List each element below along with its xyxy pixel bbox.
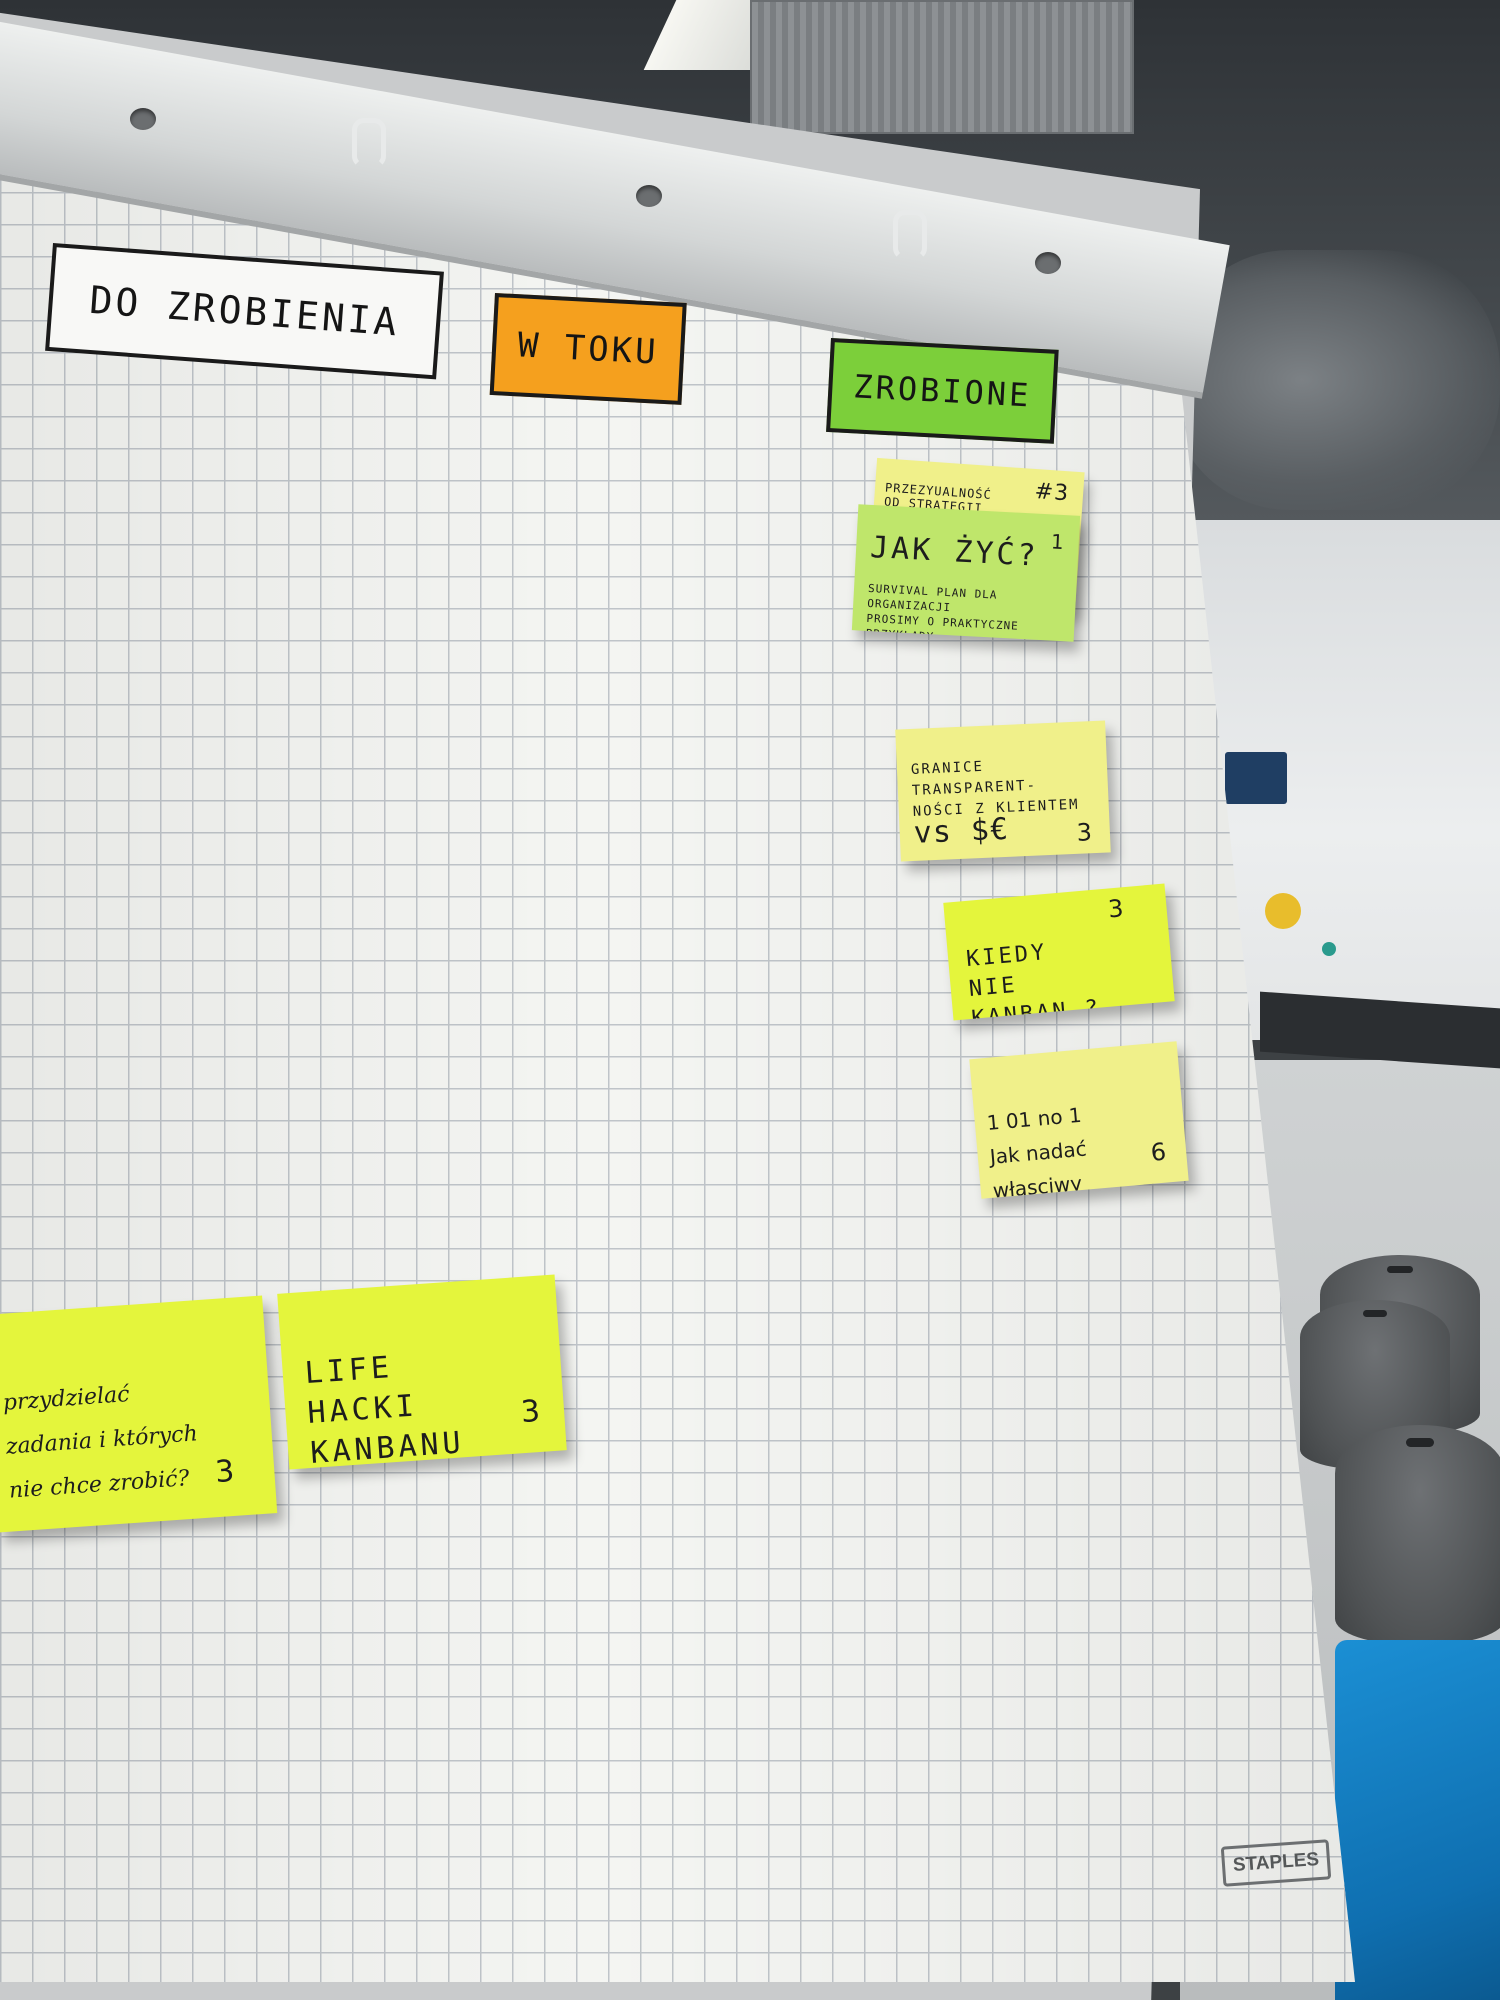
blue-seat [1335,1640,1500,2000]
vote-count: #3 [1033,479,1070,507]
vote-count: 6 [1149,1137,1168,1167]
sticky-note-currency: vs $€ [913,811,1010,851]
sticky-note-one-on-one[interactable]: 1 01 no 1 Jak nadać własciwy priorytek 6 [969,1041,1189,1199]
sticky-note-text: 1 01 no 1 Jak nadać własciwy priorytek [985,1102,1088,1199]
wall-decoration-yellow [1265,893,1301,929]
vote-count: 3 [1076,818,1095,847]
binder-ring [352,118,386,168]
sticky-note-text: KIEDY NIE KANBAN ? [965,940,1103,1021]
sticky-note-text: przydzielać zadania i których nie chce z… [2,1382,199,1504]
sticky-note-boundaries[interactable]: GRANICE TRANSPARENT- NOŚCI Z KLIENTEM vs… [895,720,1111,862]
wall-decoration-teal [1322,942,1336,956]
vote-count: 1 [1050,529,1066,555]
sticky-note-assign-tasks[interactable]: przydzielać zadania i których nie chce z… [0,1295,278,1533]
paper-hole [130,108,156,130]
column-header-in-progress: W TOKU [489,293,687,405]
wall-screen [1225,752,1287,804]
vote-count: 3 [213,1453,236,1491]
vote-count: 3 [1106,894,1128,924]
binder-ring [893,210,927,260]
sticky-note-text: GRANICE TRANSPARENT- NOŚCI Z KLIENTEM [910,758,1080,820]
sticky-note-life-hacks[interactable]: LIFE HACKI KANBANU 3 [277,1274,567,1470]
sticky-note-how-to-live[interactable]: JAK ŻYĆ? SURVIVAL PLAN DLA ORGANIZACJI P… [851,504,1081,642]
paper-hole [1035,252,1061,274]
felt-stool [1335,1425,1500,1645]
sticky-note-when-not-kanban[interactable]: KIEDY NIE KANBAN ? 3 [943,883,1175,1021]
sticky-note-text: LIFE HACKI KANBANU [303,1350,466,1470]
column-header-done: ZROBIONE [826,338,1059,444]
paper-hole [636,185,662,207]
ceiling-duct [1170,250,1500,510]
ceiling-vent [750,0,1134,134]
sticky-note-title: JAK ŻYĆ? [869,529,1040,574]
staples-logo: STAPLES [1220,1839,1332,1887]
vote-count: 3 [519,1393,546,1431]
